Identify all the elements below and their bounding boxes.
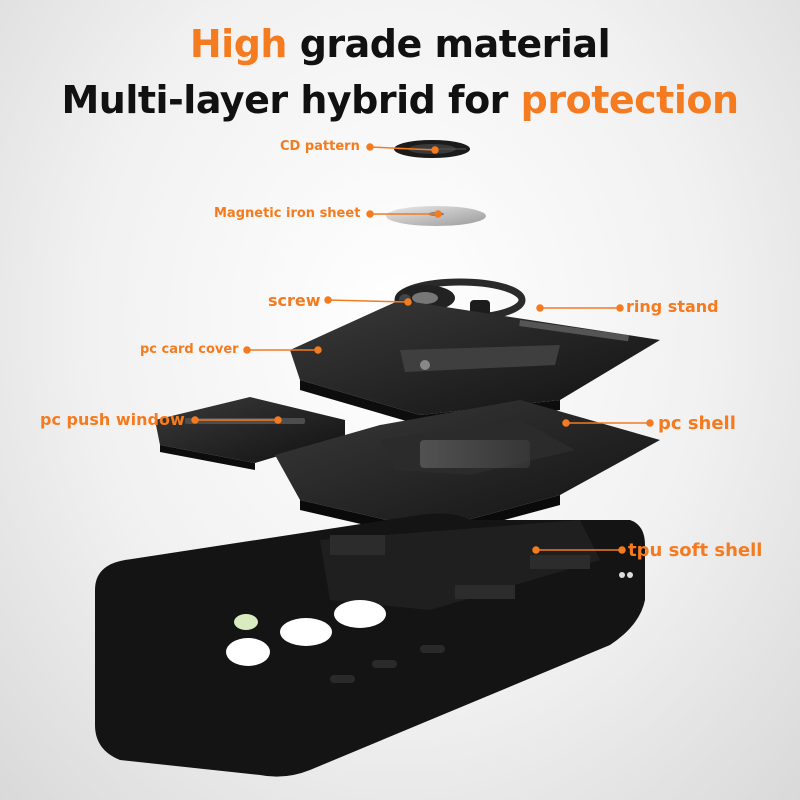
headline-rest-2: Multi-layer hybrid for (61, 78, 521, 122)
headline-line-1: High grade material (0, 22, 800, 66)
label-screw: screw (268, 291, 321, 310)
label-ring-stand: ring stand (626, 297, 719, 316)
pc-shell-icon (275, 400, 660, 540)
label-cd-pattern: CD pattern (280, 139, 360, 154)
card-cover-icon (290, 300, 660, 425)
label-magnetic-iron-sheet: Magnetic iron sheet (214, 206, 361, 221)
label-pc-card-cover: pc card cover (140, 342, 239, 357)
leader-screw (327, 299, 409, 303)
leader-cd-pattern (369, 146, 436, 151)
label-pc-push-window: pc push window (40, 410, 185, 429)
label-tpu-soft-shell: tpu soft shell (628, 540, 763, 561)
headline-accent-high: High (189, 22, 288, 66)
headline-rest-1: grade material (286, 22, 611, 66)
leader-lines (191, 143, 654, 554)
label-pc-shell: pc shell (658, 413, 736, 434)
headline-accent-protection: protection (520, 78, 739, 122)
headline-line-2: Multi-layer hybrid for protection (0, 78, 800, 122)
tpu-shell-icon (95, 513, 645, 777)
